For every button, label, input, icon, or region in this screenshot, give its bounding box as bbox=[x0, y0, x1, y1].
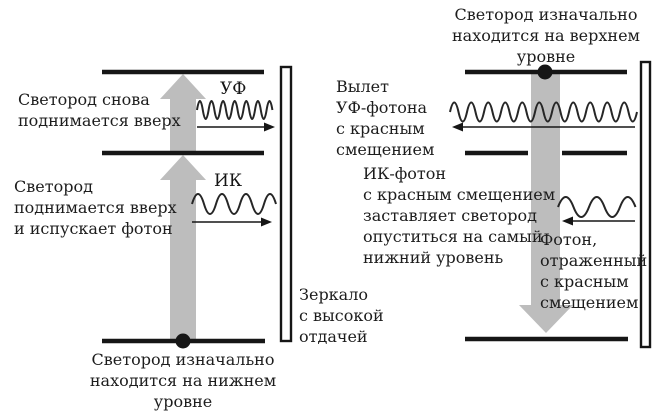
ik-wave-redshifted-icon bbox=[557, 196, 637, 218]
label-rises-again: Светород снова поднимается вверх bbox=[18, 90, 181, 130]
arrowhead-left-icon bbox=[452, 122, 463, 132]
mirror-left bbox=[279, 65, 293, 343]
mirror-right bbox=[639, 60, 652, 349]
caption-initial-lower-level: Светород изначально находится на нижнем … bbox=[89, 350, 277, 411]
arrowhead-right-icon bbox=[264, 122, 275, 132]
up-arrow-icon bbox=[160, 74, 206, 152]
particle-dot-icon bbox=[175, 333, 191, 349]
label-uv-photon-exit: Вылет УФ-фотона с красным смещением bbox=[336, 77, 435, 159]
ik-wave-label: ИК bbox=[214, 171, 242, 191]
uv-wave-redshifted-icon bbox=[449, 101, 638, 123]
label-ik-photon-causes: ИК-фотон с красным смещением заставляет … bbox=[363, 164, 556, 267]
arrowhead-right-icon bbox=[261, 217, 272, 227]
label-photon-reflected: Фотон, отраженный с красным смещением bbox=[540, 230, 648, 312]
particle-dot-icon bbox=[537, 64, 553, 80]
uv-wave-icon bbox=[196, 100, 274, 120]
label-rises-emits: Светород поднимается вверх и испускает ф… bbox=[14, 177, 177, 238]
arrowhead-left-icon bbox=[562, 216, 573, 226]
title-initial-upper-level: Светород изначально находится на верхнем… bbox=[452, 5, 640, 66]
up-arrow-icon bbox=[160, 155, 206, 341]
mirror-label: Зеркало с высокой отдачей bbox=[299, 285, 384, 346]
down-arrow-icon bbox=[519, 72, 573, 333]
ik-wave-icon bbox=[191, 193, 277, 215]
uv-wave-label: УФ bbox=[220, 79, 247, 99]
